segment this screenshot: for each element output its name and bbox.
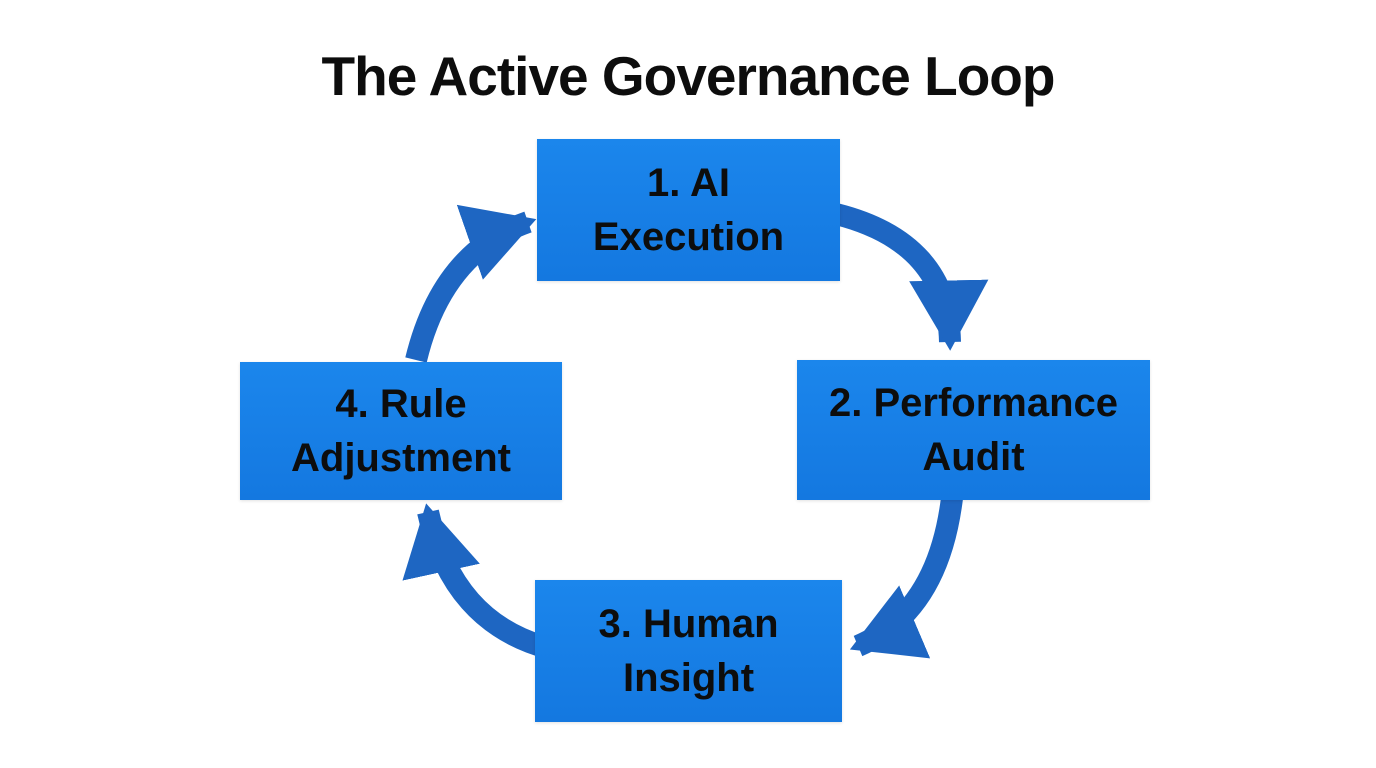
arrow-3-to-4-icon [402,503,552,659]
arrow-2-to-3-icon [849,496,963,659]
node-ai-execution-line1: 1. AI [647,161,730,205]
node-human-insight: 3. Human Insight [535,580,842,722]
node-rule-adjustment: 4. Rule Adjustment [240,362,562,500]
node-ai-execution-line2: Execution [592,215,785,259]
node-rule-adjustment-line2: Adjustment [291,436,511,480]
diagram-title: The Active Governance Loop [321,45,1056,107]
node-ai-execution: 1. AI Execution [537,139,840,281]
node-performance-audit-line2: Audit [922,435,1025,479]
node-human-insight-line1: 3. Human [598,602,779,646]
node-performance-audit-line1: 2. Performance [828,381,1119,425]
arrow-1-to-2-icon [833,203,989,351]
arrow-4-to-1-icon [405,204,537,363]
node-rule-adjustment-line1: 4. Rule [335,382,467,426]
node-human-insight-line2: Insight [622,656,755,700]
node-performance-audit: 2. Performance Audit [797,360,1150,500]
